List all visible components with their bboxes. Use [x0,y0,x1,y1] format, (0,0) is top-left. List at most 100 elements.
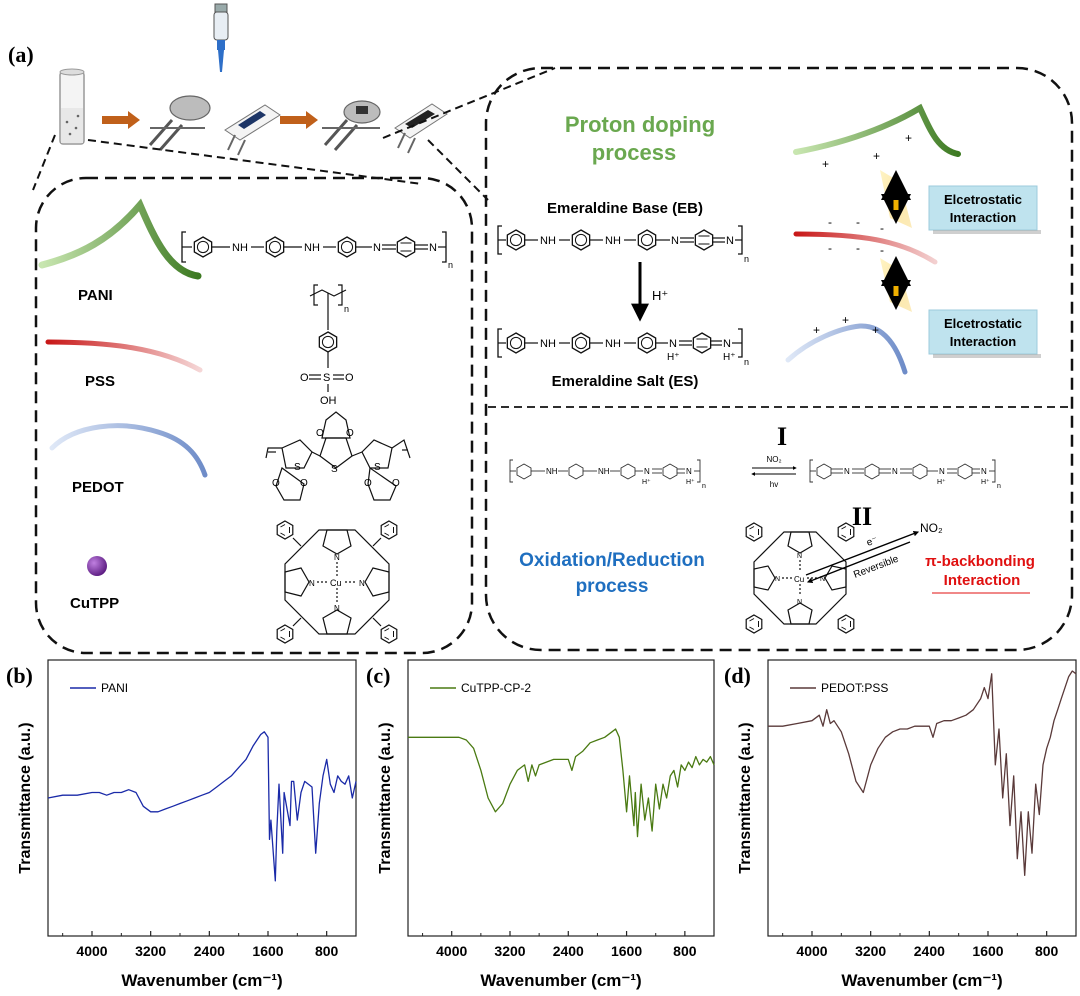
x-tick-label: 3200 [135,943,166,959]
eb-label: Emeraldine Base (EB) [547,200,703,217]
svg-text:N: N [797,599,802,606]
svg-text:Interaction: Interaction [950,210,1017,225]
svg-text:NH: NH [304,242,320,254]
roman-one: I [777,422,787,451]
electrostatic-box-1: Elcetrostatic Interaction [929,186,1041,234]
svg-text:n: n [702,483,706,490]
svg-text:O: O [392,478,400,489]
svg-text:-: - [856,241,860,255]
svg-text:O: O [345,372,354,384]
svg-text:Cu: Cu [330,578,342,588]
redox-right-atoms: N N N H⁺ N H⁺ n [844,467,1001,490]
cutpp-sphere [87,556,107,576]
series-line [768,671,1076,875]
x-tick-label: 4000 [436,943,467,959]
svg-text:n: n [744,357,749,367]
y-axis-label: Transmittance (a.u.) [377,722,394,873]
svg-text:+: + [872,323,879,337]
proton-title-line1: Proton doping [565,112,715,137]
x-tick-label: 3200 [855,943,886,959]
redox-right-structure [810,460,995,482]
svg-text:+: + [813,323,820,337]
svg-text:N: N [309,579,315,588]
svg-text:N: N [726,235,734,247]
svg-text:+: + [842,313,849,327]
series-line [408,729,714,837]
series-line [48,732,356,881]
ftir-charts: 4000 3200 2400 1600 800Wavenumber (cm⁻¹) Tran… [17,660,1076,990]
cutpp-label: CuTPP [70,595,119,612]
pss-label: PSS [85,373,115,390]
svg-text:N: N [359,579,365,588]
redox-label-line2: process [576,576,649,597]
pani-ribbon [42,205,198,276]
svg-text:N: N [686,467,692,476]
chart-1: 4000320024001600800Wavenumber (cm⁻¹)Tran… [17,660,356,990]
es-label: Emeraldine Salt (ES) [552,373,699,390]
svg-text:NH: NH [598,467,610,476]
vial-icon [60,69,84,144]
svg-text:NH: NH [605,338,621,350]
pani-structure: NH NH N N n [182,232,453,270]
svg-text:-: - [880,221,884,235]
svg-text:N: N [334,604,340,613]
svg-text:N: N [797,553,802,560]
svg-text:Cu: Cu [794,575,804,584]
cutpp-right-structure: Cu N N N N [746,523,854,633]
svg-text:H⁺: H⁺ [937,478,946,486]
pedot-label: PEDOT [72,479,124,496]
y-axis-label: Transmittance (a.u.) [17,722,34,873]
eb-structure: NH NH N N n [498,226,749,264]
sensor-chip-icon [225,105,280,155]
svg-text:N: N [669,338,677,350]
x-tick-label: 2400 [194,943,225,959]
redox-left-atoms: NH NH N H⁺ N H⁺ n [546,467,706,490]
svg-text:O: O [346,428,354,439]
svg-text:NH: NH [540,235,556,247]
x-tick-label: 2400 [553,943,584,959]
x-axis-label: Wavenumber (cm⁻¹) [480,971,641,990]
svg-text:S: S [374,462,381,473]
svg-text:n: n [744,254,749,264]
svg-text:e⁻: e⁻ [865,535,879,549]
x-tick-label: 800 [1035,943,1059,959]
arrow-icon [280,111,318,129]
svg-text:NH: NH [232,242,248,254]
roman-two: II [852,502,872,531]
chart-2: 4000320024001600800Wavenumber (cm⁻¹)Tran… [377,660,714,990]
electrostatic-box-2: Elcetrostatic Interaction [929,310,1041,358]
cutpp-structure: Cu N N N N [277,521,397,643]
svg-text:Elcetrostatic: Elcetrostatic [944,192,1022,207]
x-tick-label: 1600 [252,943,283,959]
svg-text:N: N [775,576,780,583]
plot-frame [768,660,1076,936]
sensor-disc-icon [150,96,210,150]
svg-text:n: n [448,260,453,270]
svg-text:NH: NH [540,338,556,350]
svg-text:N: N [334,553,340,562]
svg-text:n: n [997,483,1001,490]
pi-label-line1: π-backbonding [925,553,1035,570]
svg-text:H⁺: H⁺ [642,478,651,486]
x-tick-label: 2400 [914,943,945,959]
svg-text:NH: NH [605,235,621,247]
redox-label-line1: Oxidation/Reduction [519,550,705,571]
svg-text:Interaction: Interaction [950,334,1017,349]
svg-text:Reversible: Reversible [852,553,900,580]
y-axis-label: Transmittance (a.u.) [737,722,754,873]
svg-text:H⁺: H⁺ [686,478,695,486]
x-axis-label: Wavenumber (cm⁻¹) [841,971,1002,990]
svg-text:hv: hv [770,480,778,489]
pipette-icon [214,4,228,72]
backbonding-arrows: e⁻ Reversible NO₂ [806,521,943,582]
pi-label-line2: Interaction [944,572,1021,589]
pss-ribbon [48,342,200,370]
svg-text:O: O [272,478,280,489]
panel-label-b: (b) [6,663,33,688]
svg-text:N: N [644,467,650,476]
x-axis-label: Wavenumber (cm⁻¹) [121,971,282,990]
svg-text:+: + [905,131,912,145]
svg-text:N: N [373,242,381,254]
svg-text:-: - [856,215,860,229]
